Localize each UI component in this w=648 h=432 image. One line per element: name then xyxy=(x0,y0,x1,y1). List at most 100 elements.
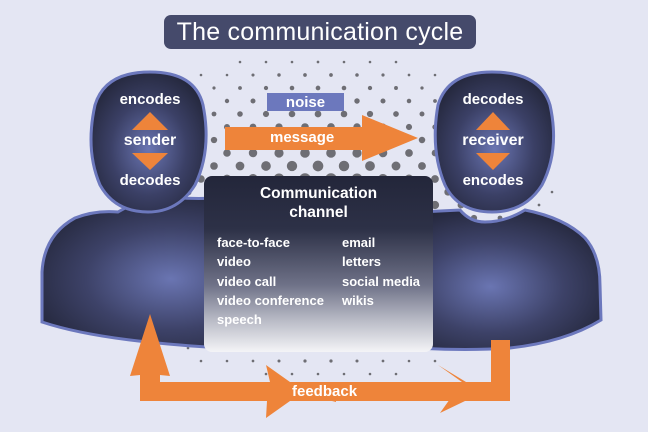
noise-dot xyxy=(277,73,281,77)
noise-dot xyxy=(238,86,242,90)
channel-item: social media xyxy=(342,273,421,289)
noise-dot xyxy=(289,85,295,91)
noise-dot xyxy=(316,372,320,376)
noise-dot xyxy=(405,123,413,131)
noise-dot xyxy=(352,148,362,158)
noise-dot xyxy=(433,359,437,363)
noise-dot xyxy=(407,73,411,77)
channel-right-list: email letters social media wikis xyxy=(342,233,420,310)
noise-dot xyxy=(433,73,437,77)
channel-item: letters xyxy=(342,254,382,270)
noise-dot xyxy=(210,136,218,144)
feedback-label: feedback xyxy=(292,383,358,400)
noise-dot xyxy=(238,60,242,64)
noise-dot xyxy=(316,60,320,64)
sender-encode-arrow-icon xyxy=(132,112,168,130)
noise-dot xyxy=(368,60,372,64)
noise-dot xyxy=(433,99,437,103)
message-label: message xyxy=(270,129,335,146)
sender-top-text: encodes xyxy=(119,91,181,108)
channel-item: video xyxy=(217,254,251,270)
message-arrow xyxy=(225,115,418,161)
noise-dot xyxy=(199,359,203,363)
noise-dot xyxy=(394,86,398,90)
noise-dot xyxy=(314,110,322,118)
noise-dot xyxy=(420,86,424,90)
noise-dot xyxy=(210,162,218,170)
noise-dot xyxy=(211,111,217,117)
noise-dot xyxy=(419,111,425,117)
sender-head xyxy=(89,70,208,214)
noise-dot xyxy=(393,111,399,117)
channel-title-line2: channel xyxy=(289,204,348,221)
channel-item: video conference xyxy=(217,292,324,308)
noise-dot xyxy=(288,110,296,118)
noise-dot xyxy=(199,73,203,77)
receiver-bottom-text: encodes xyxy=(462,172,524,189)
noise-dot xyxy=(329,73,333,77)
noise-dot xyxy=(303,73,307,77)
noise-dot xyxy=(248,148,258,158)
channel-title-line1: Communication xyxy=(259,185,378,202)
noise-dot xyxy=(186,346,190,350)
noise-dot xyxy=(264,60,268,64)
noise-dot xyxy=(368,372,372,376)
noise-dot xyxy=(394,60,398,64)
diagram-title: The communication cycle xyxy=(164,15,476,49)
communication-channel-box: Communication channel face-to-face video… xyxy=(204,176,433,352)
noise-dot xyxy=(338,160,350,172)
sender-decode-arrow-icon xyxy=(132,153,168,170)
receiver-top-text: decodes xyxy=(462,91,524,108)
noise-dot xyxy=(431,175,439,183)
receiver-head xyxy=(433,70,556,214)
noise-dot xyxy=(315,85,321,91)
channel-item: wikis xyxy=(342,292,374,308)
noise-dot xyxy=(223,149,231,157)
noise-dot xyxy=(407,359,411,363)
noise-dot xyxy=(381,73,385,77)
noise-dot xyxy=(286,160,298,172)
noise-dot xyxy=(303,359,307,363)
channel-item: face-to-face xyxy=(217,235,290,250)
noise-dot xyxy=(274,148,284,158)
receiver-encode-arrow-icon xyxy=(476,153,510,170)
noise-dot xyxy=(537,203,541,207)
noise-dot xyxy=(237,111,243,117)
channel-title: Communication channel xyxy=(204,184,433,222)
noise-dot xyxy=(418,162,426,170)
noise-dot xyxy=(235,161,245,171)
noise-dot xyxy=(212,86,216,90)
noise-dot xyxy=(312,160,324,172)
noise-dot xyxy=(418,136,426,144)
noise-dot xyxy=(367,85,373,91)
noise-dot xyxy=(550,190,554,194)
noise-dot xyxy=(290,372,294,376)
channel-item: email xyxy=(342,235,376,250)
noise-dot xyxy=(394,372,398,376)
noise-dot xyxy=(326,148,336,158)
noise-dot xyxy=(366,110,374,118)
noise-dot xyxy=(342,372,346,376)
noise-dot xyxy=(354,98,360,104)
noise-dot xyxy=(251,73,255,77)
noise-dot xyxy=(406,98,412,104)
noise-dot xyxy=(251,359,255,363)
noise-dot xyxy=(340,110,348,118)
channel-item: speech xyxy=(217,312,262,328)
noise-dot xyxy=(250,98,256,104)
noise-dot xyxy=(262,110,270,118)
noise-dot xyxy=(380,98,386,104)
noise-dot xyxy=(329,359,333,363)
noise-dot xyxy=(290,60,294,64)
noise-dot xyxy=(277,359,281,363)
channel-item: video call xyxy=(217,273,277,289)
noise-dot xyxy=(224,98,230,104)
sender-bottom-text: decodes xyxy=(119,172,181,189)
noise-dot xyxy=(225,73,229,77)
receiver-label: receiver xyxy=(462,132,524,149)
noise-dot xyxy=(264,372,268,376)
noise-label: noise xyxy=(267,93,344,111)
noise-dot xyxy=(355,73,359,77)
noise-dot xyxy=(261,161,271,171)
noise-dot xyxy=(300,148,310,158)
